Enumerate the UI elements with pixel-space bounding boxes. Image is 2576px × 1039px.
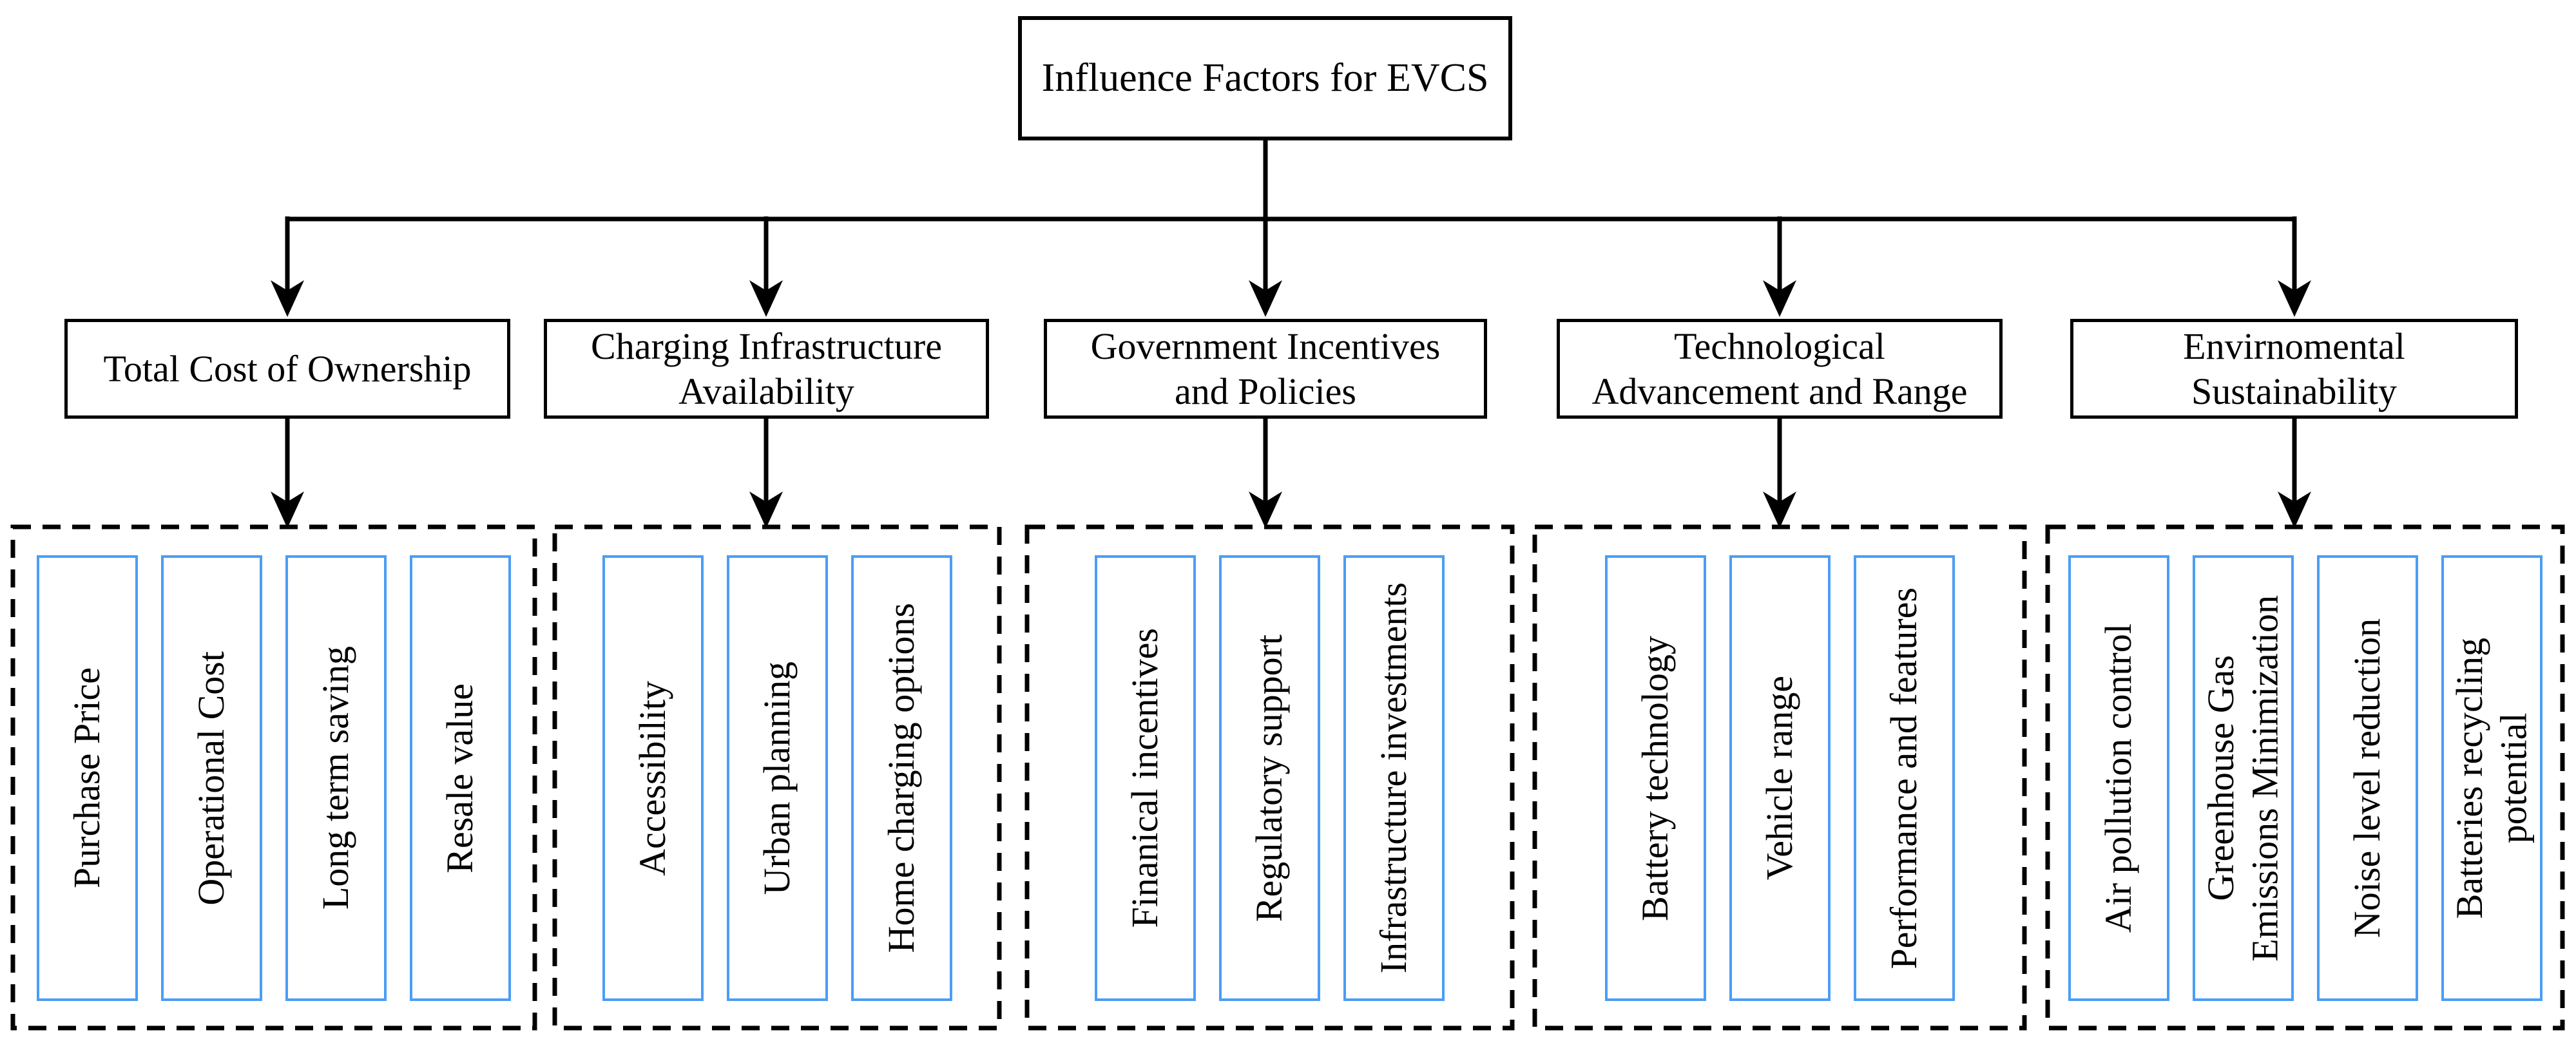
- factor-label: Resale value: [439, 683, 481, 873]
- branch-arrowhead-5: [2278, 280, 2311, 317]
- branch-arrowhead-2: [749, 280, 783, 317]
- factor-label: Long term saving: [314, 646, 357, 910]
- factor-infrastructure-investments: Infrastructure investments: [1343, 555, 1445, 1001]
- factor-group-government-incentives-and-policies: Finanical incentives Regulatory support …: [1027, 527, 1512, 1028]
- factor-batteries-recycling-potential: Batteries recycling potential: [2441, 555, 2542, 1001]
- category-label: Envirnomental Sustainability: [2183, 325, 2405, 412]
- category-node-government-incentives-and-policies: Government Incentives and Policies: [1044, 319, 1487, 419]
- factor-urban-planning: Urban planning: [726, 555, 828, 1001]
- factor-greenhouse-gas-emissions-minimization: Greenhouse Gas Emissions Minimization: [2192, 555, 2294, 1001]
- branch-arrowhead-1: [271, 280, 304, 317]
- group-frame-4: [1532, 524, 2027, 1031]
- branch-arrowhead-4: [1763, 280, 1796, 317]
- factor-label: Finanical incentives: [1124, 628, 1166, 928]
- group-frame-3: [1024, 524, 1515, 1031]
- category-node-envirnomental-sustainability: Envirnomental Sustainability: [2070, 319, 2518, 419]
- factor-label: Battery technology: [1633, 635, 1676, 921]
- factor-label: Batteries recycling potential: [2448, 637, 2534, 919]
- factor-label: Urban planning: [755, 661, 798, 895]
- factor-label: Operational Cost: [190, 651, 233, 906]
- factor-operational-cost: Operational Cost: [161, 555, 262, 1001]
- factor-battery-technology: Battery technology: [1604, 555, 1706, 1001]
- factor-label: Vehicle range: [1758, 676, 1800, 881]
- category-label: Charging Infrastructure Availability: [591, 325, 942, 412]
- factor-noise-level-reduction: Noise level reduction: [2316, 555, 2418, 1001]
- category-node-charging-infrastructure-availability: Charging Infrastructure Availability: [544, 319, 989, 419]
- factor-label: Greenhouse Gas Emissions Minimization: [2199, 595, 2285, 962]
- factor-vehicle-range: Vehicle range: [1729, 555, 1831, 1001]
- factor-finanical-incentives: Finanical incentives: [1095, 555, 1196, 1001]
- category-label: Total Cost of Ownership: [103, 347, 472, 390]
- factor-group-charging-infrastructure-availability: Accessibility Urban planning Home chargi…: [555, 527, 999, 1028]
- category-label: Government Incentives and Policies: [1090, 325, 1441, 412]
- drop-arrowhead-1: [271, 491, 304, 528]
- drop-arrowhead-3: [1249, 491, 1282, 528]
- factor-label: Air pollution control: [2097, 623, 2139, 933]
- factor-label: Regulatory support: [1248, 634, 1291, 922]
- factor-purchase-price: Purchase Price: [37, 555, 138, 1001]
- category-node-technological-advancement-and-range: Technological Advancement and Range: [1557, 319, 2003, 419]
- factor-performance-and-features: Performance and features: [1853, 555, 1955, 1001]
- factor-label: Home charging options: [879, 603, 922, 953]
- drop-arrowhead-4: [1763, 491, 1796, 528]
- factor-label: Purchase Price: [66, 667, 108, 889]
- root-node-label: Influence Factors for EVCS: [1041, 56, 1489, 100]
- factor-long-term-saving: Long term saving: [285, 555, 387, 1001]
- branch-arrowhead-3: [1249, 280, 1282, 317]
- drop-arrowhead-5: [2278, 491, 2311, 528]
- factor-label: Accessibility: [631, 680, 673, 876]
- group-frame-1: [10, 524, 537, 1031]
- factor-home-charging-options: Home charging options: [851, 555, 952, 1001]
- factor-regulatory-support: Regulatory support: [1219, 555, 1320, 1001]
- factor-label: Performance and features: [1882, 587, 1925, 969]
- factor-accessibility: Accessibility: [602, 555, 704, 1001]
- drop-arrowhead-2: [749, 491, 783, 528]
- category-label: Technological Advancement and Range: [1591, 325, 1968, 412]
- factor-air-pollution-control: Air pollution control: [2068, 555, 2169, 1001]
- factor-group-total-cost-of-ownership: Purchase Price Operational Cost Long ter…: [13, 527, 535, 1028]
- factor-group-technological-advancement-and-range: Battery technology Vehicle range Perform…: [1535, 527, 2024, 1028]
- factor-label: Noise level reduction: [2345, 618, 2388, 939]
- category-node-total-cost-of-ownership: Total Cost of Ownership: [64, 319, 510, 419]
- factor-resale-value: Resale value: [410, 555, 511, 1001]
- group-frame-5: [2045, 524, 2565, 1031]
- factor-group-envirnomental-sustainability: Air pollution control Greenhouse Gas Emi…: [2048, 527, 2562, 1028]
- group-frame-2: [552, 524, 1002, 1031]
- root-node-influence-factors: Influence Factors for EVCS: [1018, 16, 1512, 140]
- factor-label: Infrastructure investments: [1372, 582, 1415, 974]
